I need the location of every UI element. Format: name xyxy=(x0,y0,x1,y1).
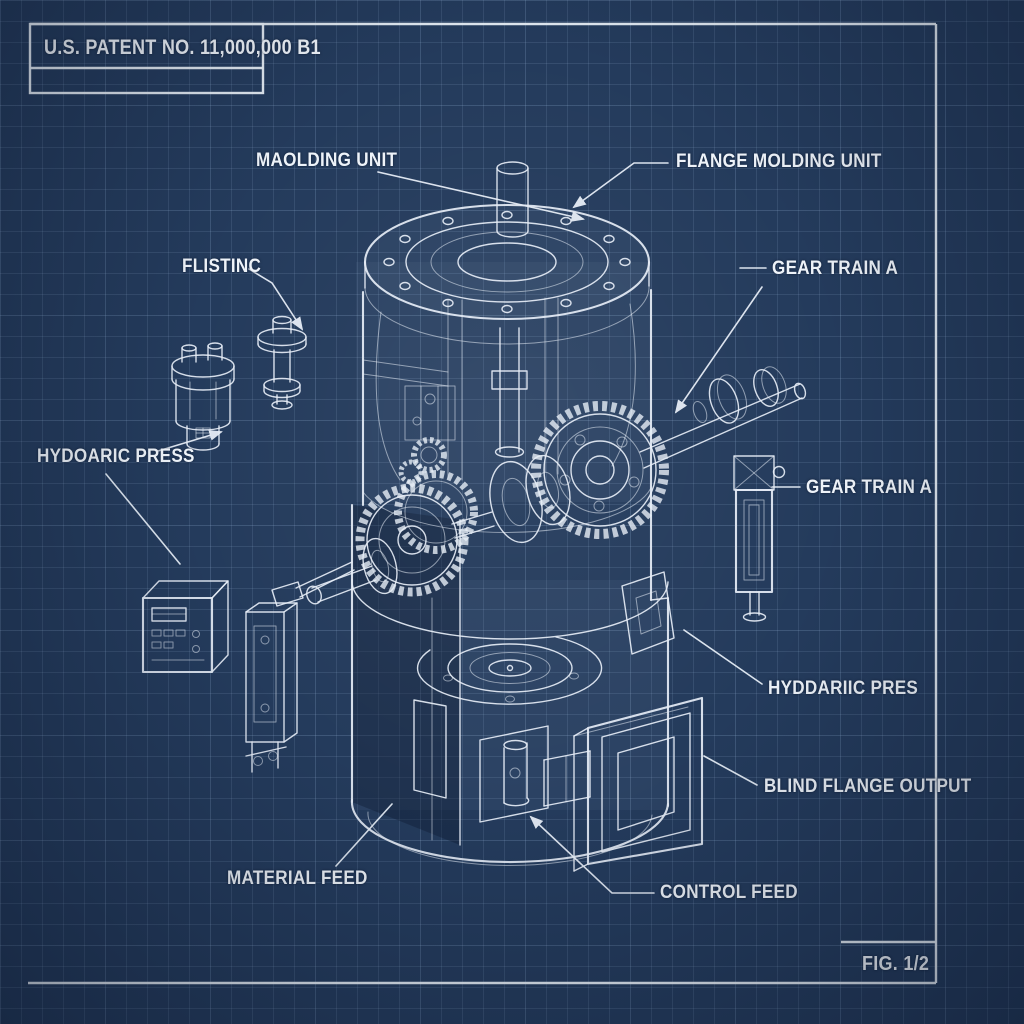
label-blind-flange-output: BLIND FLANGE OUTPUT xyxy=(764,776,972,797)
label-control-feed: CONTROL FEED xyxy=(660,882,798,903)
hydraulic-press-part xyxy=(171,342,235,451)
label-molding-unit: MAOLDING UNIT xyxy=(256,150,398,171)
label-flisting: FLISTINC xyxy=(182,256,262,277)
upper-cylinder-body xyxy=(361,288,653,602)
patent-number: U.S. PATENT NO. 11,000,000 B1 xyxy=(44,36,321,59)
leader-flange-molding-unit xyxy=(572,162,669,209)
leader-hydoaric-press-down xyxy=(105,473,181,565)
right-bracket xyxy=(621,571,675,655)
output-rails xyxy=(543,750,591,807)
leader-gear-train-upper xyxy=(674,286,763,414)
figure-label: FIG. 1/2 xyxy=(862,953,930,975)
label-material-feed: MATERIAL FEED xyxy=(227,868,368,889)
leader-hyddariic-pres xyxy=(683,629,763,685)
left-gear-cluster xyxy=(306,470,495,605)
label-hydoaric-press: HYDOARIC PRESS xyxy=(37,446,195,467)
label-gear-train-a-upper: GEAR TRAIN A xyxy=(772,258,899,279)
label-gear-train-a-right: GEAR TRAIN A xyxy=(806,477,933,498)
sheet-frame xyxy=(28,22,938,985)
large-gear xyxy=(531,401,669,539)
left-actuator xyxy=(245,561,355,773)
control-feed-mechanism xyxy=(479,725,549,823)
title-block-box xyxy=(28,22,265,95)
flisting-part xyxy=(257,315,307,410)
leader-blind-flange-output xyxy=(703,755,758,786)
label-flange-molding-unit: FLANGE MOLDING UNIT xyxy=(676,151,882,172)
horseshoe-flange xyxy=(416,636,603,705)
leader-molding-unit xyxy=(377,171,585,222)
leader-material-feed xyxy=(335,803,393,867)
lower-cylinder-body xyxy=(350,503,670,867)
leader-hydoaric-press-up xyxy=(157,430,223,452)
label-hyddariic-pres: HYDDARIIC PRES xyxy=(768,678,919,699)
leader-flisting xyxy=(248,268,304,331)
leader-control-feed xyxy=(529,815,655,894)
right-shaft-gear-train xyxy=(639,366,807,469)
square-output-flange xyxy=(573,696,704,872)
leader-lines xyxy=(105,162,801,894)
control-box xyxy=(141,580,229,674)
right-actuator xyxy=(733,455,786,622)
